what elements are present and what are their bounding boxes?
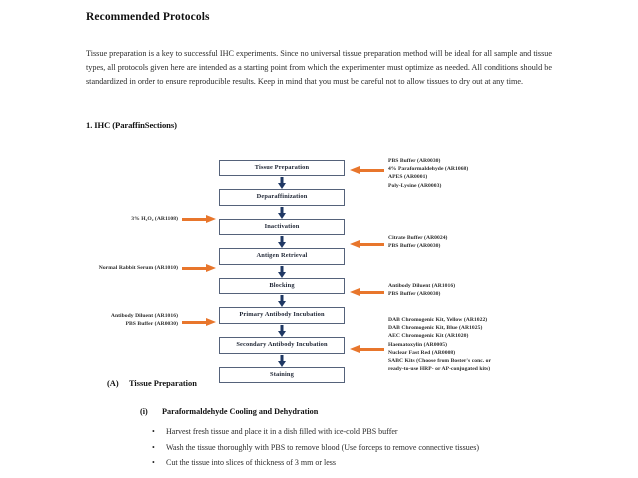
annotation-arrow-icon-tissue-preparation: [350, 166, 384, 175]
outline-item-i-paraformaldehyde: (i) Paraformaldehyde Cooling and Dehydrat…: [140, 407, 318, 416]
bullet-list: • Harvest fresh tissue and place it in a …: [152, 424, 552, 471]
flow-box-tissue-preparation: Tissue Preparation: [219, 160, 345, 177]
annotation-arrow-icon-antigen-retrieval: [350, 240, 384, 249]
annotation-text-inactivation: 3% H₂O₂ (AR1108): [131, 216, 178, 222]
outline-label-a: Tissue Preparation: [129, 379, 197, 388]
list-item-text: Cut the tissue into slices of thickness …: [166, 458, 336, 467]
outline-item-a-tissue-preparation: (A) Tissue Preparation: [107, 379, 197, 388]
down-arrow-icon: [219, 324, 345, 337]
annotation-arrow-icon-blocking: [182, 264, 216, 273]
annotation-text-tissue-preparation: PBS Buffer (AR0030) 4% Paraformaldehyde …: [388, 158, 469, 189]
list-item-text: Harvest fresh tissue and place it in a d…: [166, 427, 398, 436]
page-title: Recommended Protocols: [86, 11, 210, 23]
down-arrow-icon: [219, 176, 345, 189]
list-item-text: Wash the tissue thoroughly with PBS to r…: [166, 442, 480, 452]
flow-box-deparaffinization: Deparaffinization: [219, 189, 345, 206]
annotation-arrow-icon-primary-antibody: [350, 288, 384, 297]
flow-box-secondary-antibody-incubation: Secondary Antibody Incubation: [219, 336, 345, 354]
annotation-text-antigen-retrieval: Citrate Buffer (AR0024) PBS Buffer (AR00…: [388, 235, 448, 250]
list-item: • Harvest fresh tissue and place it in a …: [152, 424, 552, 440]
annotation-text-blocking: Normal Rabbit Serum (AR1010): [98, 265, 178, 271]
flow-box-primary-antibody-incubation: Primary Antibody Incubation: [219, 307, 345, 324]
ihc-workflow-flowchart: Tissue Preparation Deparaffinization Ina…: [0, 158, 638, 384]
list-item: • Wash the tissue thoroughly with PBS to …: [152, 440, 552, 456]
annotation-arrow-icon-secondary-antibody: [182, 318, 216, 327]
section-heading-ihc-paraffin: 1. IHC (ParaffinSections): [86, 120, 177, 130]
down-arrow-icon: [219, 265, 345, 278]
annotation-arrow-icon-staining: [350, 345, 384, 354]
intro-paragraph: Tissue preparation is a key to successfu…: [86, 49, 552, 87]
flow-box-inactivation: Inactivation: [219, 218, 345, 236]
bullet-glyph-icon: •: [152, 427, 155, 436]
annotation-text-primary-antibody: Antibody Diluent (AR1016) PBS Buffer (AR…: [388, 283, 456, 298]
list-item: • Cut the tissue into slices of thickness…: [152, 455, 552, 471]
annotation-text-secondary-antibody: Antibody Diluent (AR1016) PBS Buffer (AR…: [110, 313, 178, 328]
down-arrow-icon: [219, 206, 345, 219]
bullet-glyph-icon: •: [152, 442, 155, 452]
flowchart-step-column: Tissue Preparation Deparaffinization Ina…: [219, 160, 345, 384]
outline-label-i: Paraformaldehyde Cooling and Dehydration: [162, 407, 319, 416]
down-arrow-icon: [219, 294, 345, 307]
bullet-glyph-icon: •: [152, 458, 155, 467]
outline-marker-i: (i): [140, 407, 148, 416]
annotation-text-staining: DAB Chromogenic Kit, Yellow (AR1022) DAB…: [388, 317, 492, 373]
annotation-arrow-icon-inactivation: [182, 215, 216, 224]
down-arrow-icon: [219, 354, 345, 367]
down-arrow-icon: [219, 235, 345, 248]
flow-box-staining: Staining: [219, 366, 345, 384]
flow-box-blocking: Blocking: [219, 277, 345, 295]
outline-marker-a: (A): [107, 379, 119, 388]
flow-box-antigen-retrieval: Antigen Retrieval: [219, 248, 345, 265]
